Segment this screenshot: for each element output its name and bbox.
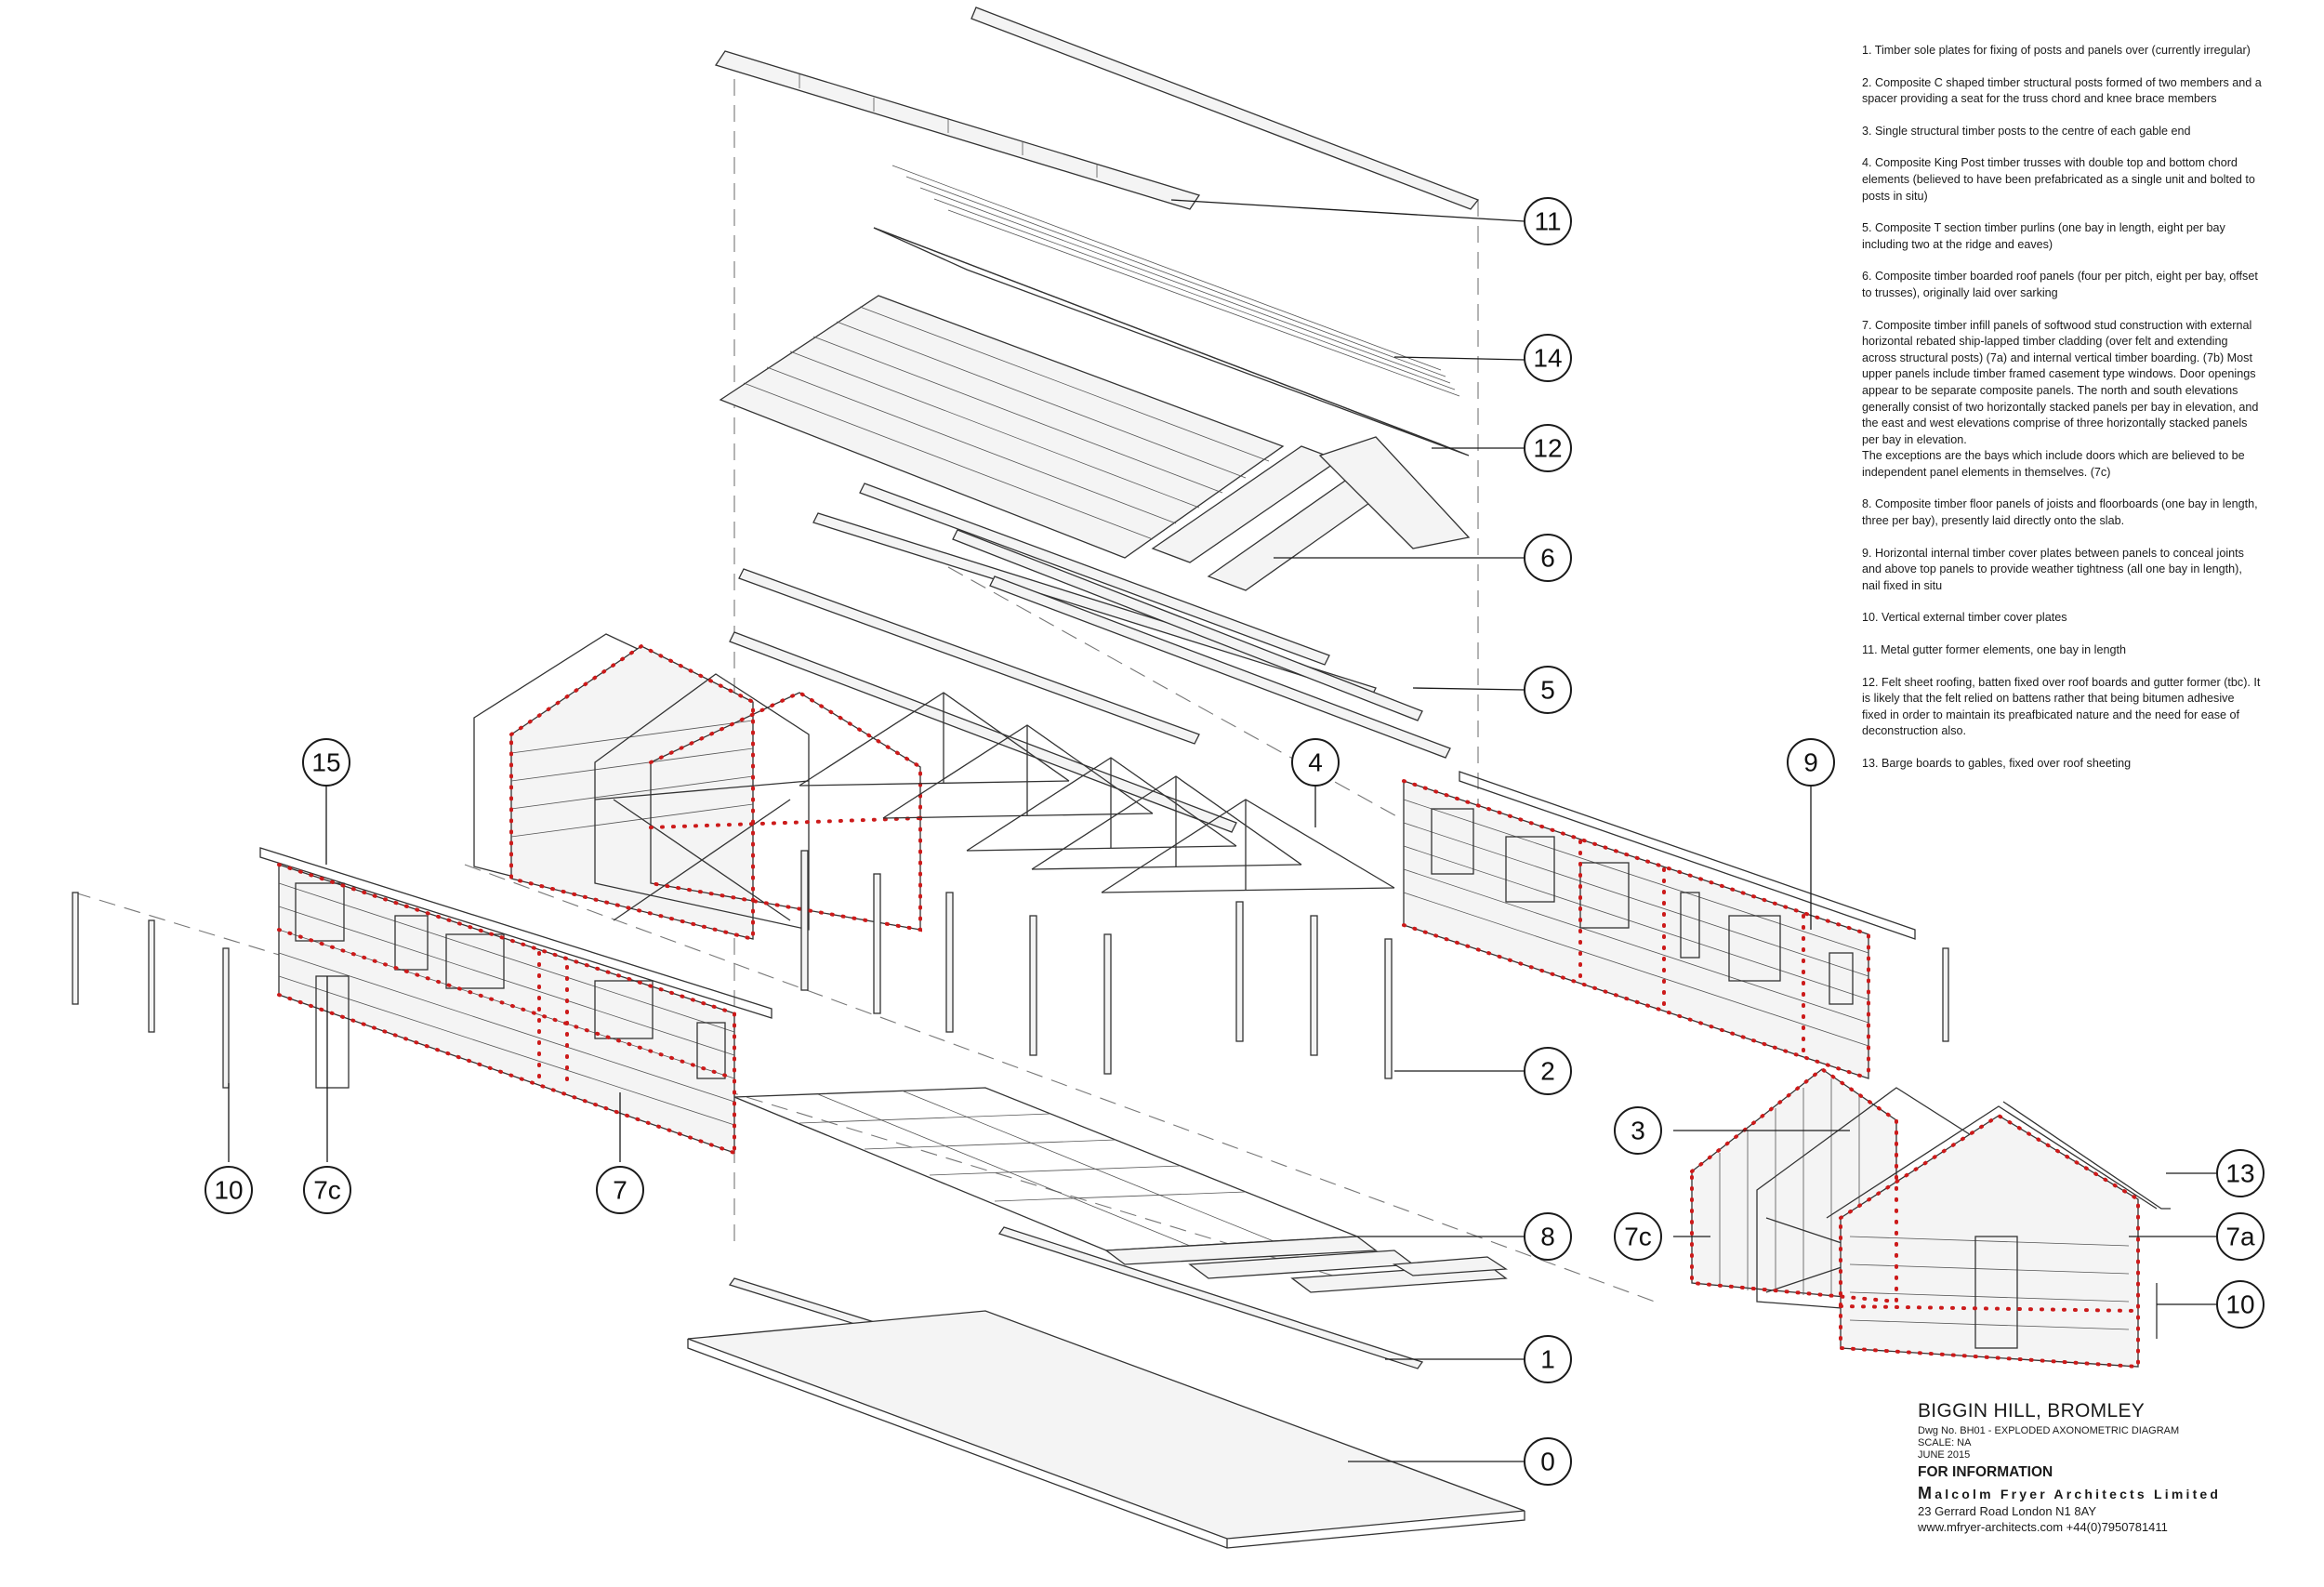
callout-4: 4 xyxy=(1291,738,1340,787)
firm-initial: M xyxy=(1918,1484,1935,1502)
svg-text:13: 13 xyxy=(2225,1159,2254,1188)
south-infill-wall xyxy=(259,847,772,1155)
callout-15: 15 xyxy=(302,738,350,787)
callout-7a: 7a xyxy=(2216,1212,2265,1261)
note-13: 13. Barge boards to gables, fixed over r… xyxy=(1862,757,2132,770)
note-4: 4. Composite King Post timber trusses wi… xyxy=(1862,156,2255,203)
svg-text:11: 11 xyxy=(1534,207,1561,236)
assembly-axes xyxy=(73,79,1869,1303)
project-title: BIGGIN HILL, BROMLEY xyxy=(1918,1400,2146,1422)
svg-text:10: 10 xyxy=(214,1176,243,1205)
firm-address: 23 Gerrard Road London N1 8AY xyxy=(1918,1504,2096,1518)
callout-leaders xyxy=(228,199,2217,1462)
felt-sheet-roofing xyxy=(873,227,1470,456)
svg-text:7: 7 xyxy=(613,1176,627,1205)
callout-14: 14 xyxy=(1524,334,1572,382)
king-post-trusses xyxy=(799,692,1395,893)
svg-text:10: 10 xyxy=(2225,1290,2254,1319)
concrete-slab xyxy=(687,1310,1525,1549)
svg-text:5: 5 xyxy=(1540,676,1555,705)
note-9: 9. Horizontal internal timber cover plat… xyxy=(1862,546,2244,592)
callout-7: 7 xyxy=(596,1166,644,1214)
note-7: 7. Composite timber infill panels of sof… xyxy=(1862,318,2259,479)
callout-11: 11 xyxy=(1524,197,1572,245)
svg-text:12: 12 xyxy=(1533,434,1562,463)
note-5: 5. Composite T section timber purlins (o… xyxy=(1862,221,2225,251)
callout-10-right: 10 xyxy=(2216,1280,2265,1329)
note-10: 10. Vertical external timber cover plate… xyxy=(1862,611,2067,625)
svg-text:3: 3 xyxy=(1631,1117,1645,1145)
svg-text:15: 15 xyxy=(311,748,340,777)
purlins xyxy=(729,483,1451,833)
boarded-roof-panels xyxy=(719,295,1471,591)
drawing-number: Dwg No. BH01 - EXPLODED AXONOMETRIC DIAG… xyxy=(1918,1425,2180,1436)
callout-bubbles: 11 14 12 6 5 4 9 15 2 3 13 7c 7a 10 10 7… xyxy=(205,197,2265,1486)
note-12: 12. Felt sheet roofing, batten fixed ove… xyxy=(1862,675,2261,738)
callout-5: 5 xyxy=(1524,666,1572,714)
note-2: 2. Composite C shaped timber structural … xyxy=(1862,75,2262,106)
gutter-former-elements xyxy=(714,7,1480,210)
firm-name: Malcolm Fryer Architects Limited xyxy=(1918,1484,2271,1503)
floor-panels xyxy=(733,1087,1508,1293)
drawing-scale: SCALE: NA xyxy=(1918,1437,1972,1448)
svg-text:7a: 7a xyxy=(2225,1223,2255,1251)
rear-gable-end xyxy=(473,633,922,942)
drawing-status: FOR INFORMATION xyxy=(1918,1464,2053,1480)
north-infill-wall xyxy=(1402,771,1916,1080)
svg-text:14: 14 xyxy=(1533,344,1562,373)
callout-6: 6 xyxy=(1524,534,1572,582)
title-block: BIGGIN HILL, BROMLEY Dwg No. BH01 - EXPL… xyxy=(1918,1400,2271,1535)
note-8: 8. Composite timber floor panels of jois… xyxy=(1862,497,2258,528)
roof-battens xyxy=(891,165,1460,397)
svg-text:4: 4 xyxy=(1308,748,1323,777)
firm-name-rest: alcolm Fryer Architects Limited xyxy=(1934,1487,2222,1501)
note-3: 3. Single structural timber posts to the… xyxy=(1862,124,2191,138)
callout-7c-right: 7c xyxy=(1614,1212,1662,1261)
barge-board xyxy=(2002,1101,2171,1210)
callout-13: 13 xyxy=(2216,1149,2265,1197)
svg-text:7c: 7c xyxy=(1624,1223,1652,1251)
callout-7c-left: 7c xyxy=(303,1166,351,1214)
structural-posts xyxy=(72,850,1949,1089)
svg-text:9: 9 xyxy=(1803,748,1818,777)
note-6: 6. Composite timber boarded roof panels … xyxy=(1862,270,2258,299)
note-11: 11. Metal gutter former elements, one ba… xyxy=(1862,643,2126,657)
front-gable-end xyxy=(1690,1066,2158,1369)
note-1: 1. Timber sole plates for fixing of post… xyxy=(1862,44,2251,57)
firm-contact: www.mfryer-architects.com +44(0)79507814… xyxy=(1918,1520,2168,1534)
svg-text:1: 1 xyxy=(1540,1345,1555,1374)
callout-3: 3 xyxy=(1614,1106,1662,1155)
callout-9: 9 xyxy=(1787,738,1835,787)
svg-text:7c: 7c xyxy=(313,1176,341,1205)
callout-1: 1 xyxy=(1524,1335,1572,1383)
svg-text:6: 6 xyxy=(1540,544,1555,573)
specification-notes: 1. Timber sole plates for fixing of post… xyxy=(1862,43,2262,788)
svg-text:8: 8 xyxy=(1540,1223,1555,1251)
svg-text:2: 2 xyxy=(1540,1057,1555,1086)
drawing-date: JUNE 2015 xyxy=(1918,1449,1971,1461)
callout-12: 12 xyxy=(1524,424,1572,472)
callout-8: 8 xyxy=(1524,1212,1572,1261)
callout-10-left: 10 xyxy=(205,1166,253,1214)
svg-text:0: 0 xyxy=(1540,1448,1555,1476)
callout-0: 0 xyxy=(1524,1437,1572,1486)
callout-2: 2 xyxy=(1524,1047,1572,1095)
